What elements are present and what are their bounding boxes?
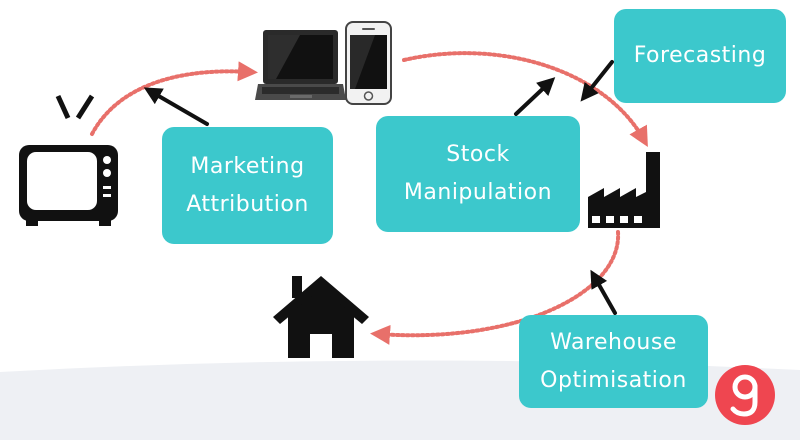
marketing-attribution-box: Marketing Attribution bbox=[162, 127, 333, 244]
marketing-attribution-line1: Marketing bbox=[190, 153, 305, 179]
stock-manipulation-box: Stock Manipulation bbox=[376, 116, 580, 232]
flow-arrow-tv-to-devices bbox=[90, 61, 258, 136]
pointer-arrow-stock bbox=[514, 77, 556, 116]
warehouse-optimisation-line1: Warehouse bbox=[550, 329, 677, 355]
factory-icon bbox=[588, 152, 660, 228]
flow-arrows bbox=[90, 51, 648, 345]
stock-manipulation-line1: Stock bbox=[446, 142, 510, 167]
pointer-arrows bbox=[143, 60, 617, 315]
tv-icon bbox=[19, 94, 118, 226]
warehouse-optimisation-line2: Optimisation bbox=[540, 367, 687, 393]
forecasting-box: Forecasting bbox=[614, 9, 786, 103]
pointer-arrow-marketing bbox=[143, 87, 209, 126]
marketing-attribution-line2: Attribution bbox=[186, 191, 309, 217]
pointer-arrow-warehouse bbox=[590, 269, 617, 315]
flow-arrow-factory-to-house bbox=[370, 230, 621, 345]
stock-manipulation-line2: Manipulation bbox=[403, 180, 553, 205]
forecasting-label: Forecasting bbox=[633, 43, 767, 68]
flow-arrow-devices-to-factory bbox=[402, 51, 648, 147]
warehouse-optimisation-box: Warehouse Optimisation bbox=[519, 315, 708, 408]
logo-icon bbox=[715, 365, 775, 425]
laptop-icon bbox=[255, 30, 346, 100]
pointer-arrow-forecast bbox=[580, 60, 614, 102]
phone-icon bbox=[345, 21, 392, 105]
house-icon bbox=[273, 276, 369, 358]
